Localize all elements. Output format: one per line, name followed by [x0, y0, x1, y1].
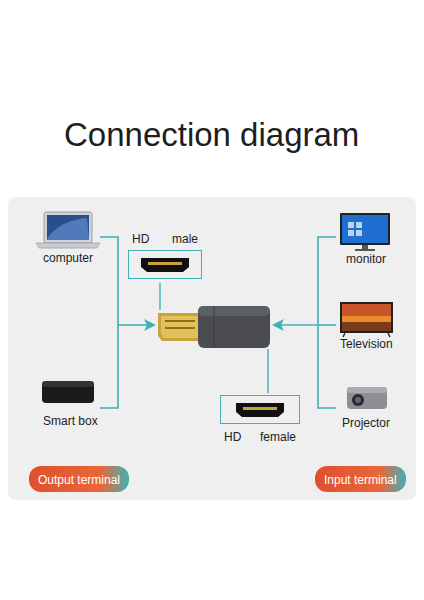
port-callout: HD male [128, 232, 202, 279]
projector-icon [347, 387, 387, 409]
input-bracket [100, 237, 148, 408]
hdmi-adapter [158, 306, 270, 348]
callout-text-row: HD male [128, 232, 202, 248]
hdmi-port-icon [234, 401, 286, 419]
port-label: female [260, 430, 296, 446]
monitor-icon [340, 213, 390, 251]
hdmi-port-icon [139, 256, 191, 274]
port-label: HD [132, 232, 149, 248]
arrow-head [144, 319, 156, 331]
terminal-label: Output terminal [38, 473, 120, 487]
device-label: Smart box [43, 414, 98, 428]
device-label: monitor [346, 252, 386, 266]
device-label: Projector [342, 416, 390, 430]
leader-line [267, 349, 268, 393]
terminal-pill: Output terminal [29, 466, 129, 492]
laptop-icon [36, 212, 100, 248]
device-label: computer [43, 251, 93, 265]
device-label: Television [340, 337, 393, 351]
leader-line [159, 283, 160, 310]
output-bracket [280, 237, 336, 408]
port-callout: HD female [220, 395, 300, 446]
callout-text-row: HD female [220, 430, 300, 446]
port-label: HD [224, 430, 241, 446]
terminal-label: Input terminal [324, 473, 397, 487]
background-panel [8, 197, 416, 500]
television-icon [340, 302, 393, 337]
smart-box-icon [42, 381, 94, 403]
diagram-title: Connection diagram [64, 116, 359, 154]
terminal-pill: Input terminal [315, 466, 406, 492]
port-box [220, 395, 300, 424]
port-box [128, 250, 202, 279]
port-label: male [172, 232, 198, 248]
arrow-head [272, 319, 284, 331]
